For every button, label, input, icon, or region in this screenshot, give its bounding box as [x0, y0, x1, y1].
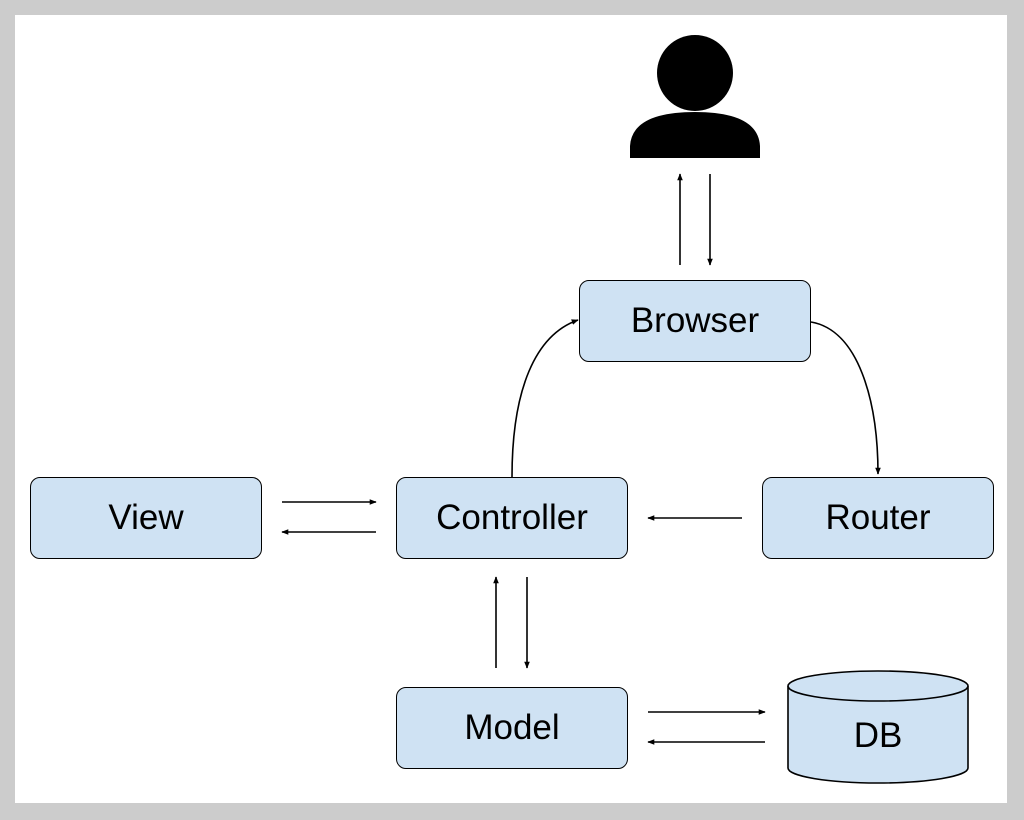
arrow-browser-to-router [810, 321, 881, 475]
browser-node[interactable]: Browser [579, 280, 811, 362]
view-node[interactable]: View [30, 477, 262, 559]
user-icon [630, 35, 760, 158]
router-label: Router [825, 498, 931, 537]
view-label: View [108, 498, 184, 537]
controller-label: Controller [436, 498, 588, 537]
model-node[interactable]: Model [396, 687, 628, 769]
router-node[interactable]: Router [762, 477, 994, 559]
database-icon[interactable] [787, 670, 969, 784]
controller-node[interactable]: Controller [396, 477, 628, 559]
model-label: Model [464, 708, 560, 747]
browser-label: Browser [630, 301, 760, 340]
arrow-controller-to-browser [511, 319, 579, 478]
